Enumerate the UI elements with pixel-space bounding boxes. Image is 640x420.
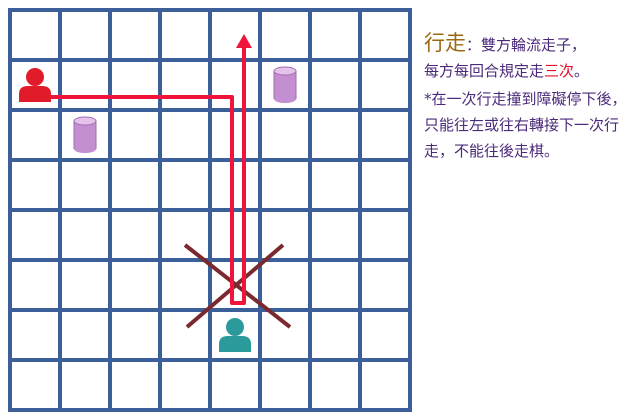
board-cell[interactable] [62, 62, 108, 108]
board-cell[interactable] [262, 262, 308, 308]
board-cell[interactable] [162, 112, 208, 158]
board-cell[interactable] [362, 212, 408, 258]
board-cell[interactable] [362, 312, 408, 358]
board-cell[interactable] [62, 312, 108, 358]
barrel-top [273, 66, 297, 76]
board-cell[interactable] [62, 12, 108, 58]
board-cell[interactable] [312, 212, 358, 258]
board-cell[interactable] [112, 62, 158, 108]
board-cell[interactable] [162, 62, 208, 108]
rules-line-2d: 。 [574, 62, 590, 80]
board-cell[interactable] [262, 112, 308, 158]
teal-player-icon[interactable] [219, 318, 251, 352]
board-cell[interactable] [362, 12, 408, 58]
board-cell[interactable] [262, 362, 308, 408]
board-cell[interactable] [112, 112, 158, 158]
board-cell[interactable] [62, 212, 108, 258]
board-cell[interactable] [212, 212, 258, 258]
board-cell[interactable] [12, 12, 58, 58]
board-cell[interactable] [12, 162, 58, 208]
board-cell[interactable] [362, 112, 408, 158]
board-cell[interactable] [62, 162, 108, 208]
board-cell[interactable] [262, 312, 308, 358]
board-cell[interactable] [112, 212, 158, 258]
barrel-top [73, 116, 97, 126]
board-cell[interactable] [362, 262, 408, 308]
cross-line [185, 243, 285, 329]
rules-title: 行走 [424, 31, 466, 55]
rules-moves: 每方每回合規定走三次。 [424, 58, 630, 84]
board-cell[interactable] [12, 312, 58, 358]
board-cell[interactable] [212, 112, 258, 158]
board-cell[interactable] [162, 262, 208, 308]
board-cell[interactable] [12, 362, 58, 408]
board-cell[interactable] [12, 112, 58, 158]
board-cell[interactable] [212, 62, 258, 108]
board-cell[interactable] [112, 162, 158, 208]
board-cell[interactable] [262, 162, 308, 208]
rules-note: *在一次行走撞到障礙停下後，只能往左或往右轉接下一次行走，不能往後走棋。 [424, 90, 627, 160]
rules-line-1: 雙方輪流走子， [481, 36, 587, 54]
game-board[interactable] [0, 0, 420, 420]
barrel-body [274, 71, 296, 99]
board-cell[interactable] [162, 212, 208, 258]
board-cell[interactable] [212, 162, 258, 208]
rules-panel: 行走：雙方輪流走子， 每方每回合規定走三次。 *在一次行走撞到障礙停下後，只能往… [424, 30, 630, 164]
board-cell[interactable] [262, 212, 308, 258]
board-cell[interactable] [212, 12, 258, 58]
rules-colon: ： [466, 36, 482, 54]
rules-moves-unit: 次 [559, 62, 575, 80]
board-cell[interactable] [312, 62, 358, 108]
board-cell[interactable] [362, 362, 408, 408]
board-cell[interactable] [112, 12, 158, 58]
red-player-icon[interactable] [19, 68, 51, 102]
board-cell[interactable] [162, 312, 208, 358]
board-cell[interactable] [312, 162, 358, 208]
board-cell[interactable] [112, 262, 158, 308]
rules-heading: 行走：雙方輪流走子， [424, 30, 630, 58]
board-cell[interactable] [212, 362, 258, 408]
board-cell[interactable] [12, 262, 58, 308]
rules-line-2a: 每方每回合規定走 [424, 62, 545, 80]
barrel-obstacle [273, 66, 297, 103]
barrel-bottom [274, 95, 296, 103]
board-cell[interactable] [312, 12, 358, 58]
board-cell[interactable] [162, 162, 208, 208]
board-cell[interactable] [12, 212, 58, 258]
board-cell[interactable] [62, 362, 108, 408]
board-cell[interactable] [312, 362, 358, 408]
board-cell[interactable] [312, 112, 358, 158]
board-cell[interactable] [312, 262, 358, 308]
board-cell[interactable] [362, 62, 408, 108]
movement-path [43, 44, 246, 305]
barrel-bottom [74, 145, 96, 153]
board-cell[interactable] [162, 362, 208, 408]
rules-moves-count: 三 [544, 62, 560, 80]
player-head [226, 318, 244, 336]
barrel-body [74, 121, 96, 149]
arrow-head-icon [236, 34, 252, 48]
board-cell[interactable] [362, 162, 408, 208]
player-body [219, 336, 251, 352]
board-cell[interactable] [112, 312, 158, 358]
board-cell[interactable] [312, 312, 358, 358]
board-cell[interactable] [62, 262, 108, 308]
player-head [26, 68, 44, 86]
board-cell[interactable] [262, 12, 308, 58]
board-cell[interactable] [162, 12, 208, 58]
board-cell[interactable] [112, 362, 158, 408]
barrel-obstacle [73, 116, 97, 153]
player-body [19, 86, 51, 102]
